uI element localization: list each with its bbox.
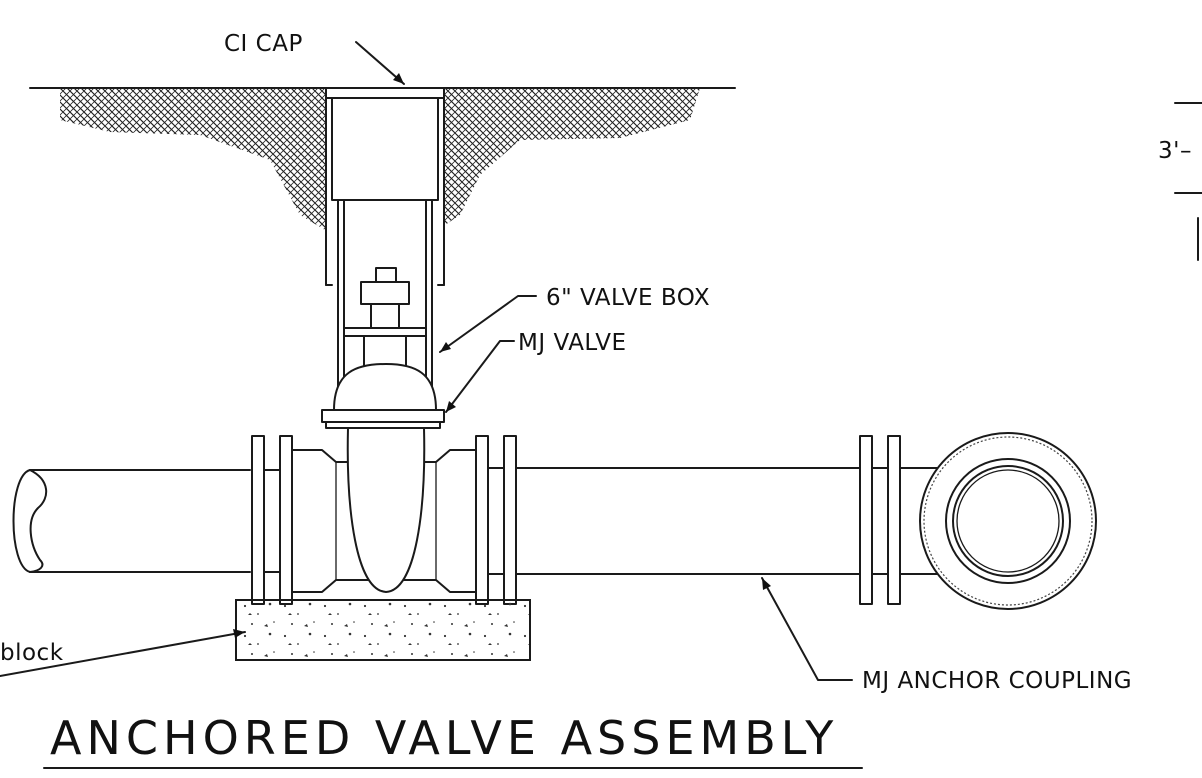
thrust-block-label: block [0,640,64,666]
dimension-marks: 3'– [1158,102,1202,261]
thrust-block [235,599,531,661]
soil-right [445,88,700,225]
valve-box [325,87,445,411]
valve-box-label: 6" VALVE BOX [546,285,710,311]
dimension-label: 3'– [1158,138,1192,164]
mj-valve-body [251,363,517,605]
anchor-coupling-label: MJ ANCHOR COUPLING [862,668,1132,694]
water-main-pipe [12,467,941,575]
leaders [0,41,853,681]
valve-stem [343,267,427,369]
soil-left [60,88,325,230]
drawing-title: ANCHORED VALVE ASSEMBLY [50,711,838,765]
mj-valve-label: MJ VALVE [518,330,627,356]
ci-cap-label: CI CAP [224,31,303,57]
anchor-coupling [859,432,1097,610]
